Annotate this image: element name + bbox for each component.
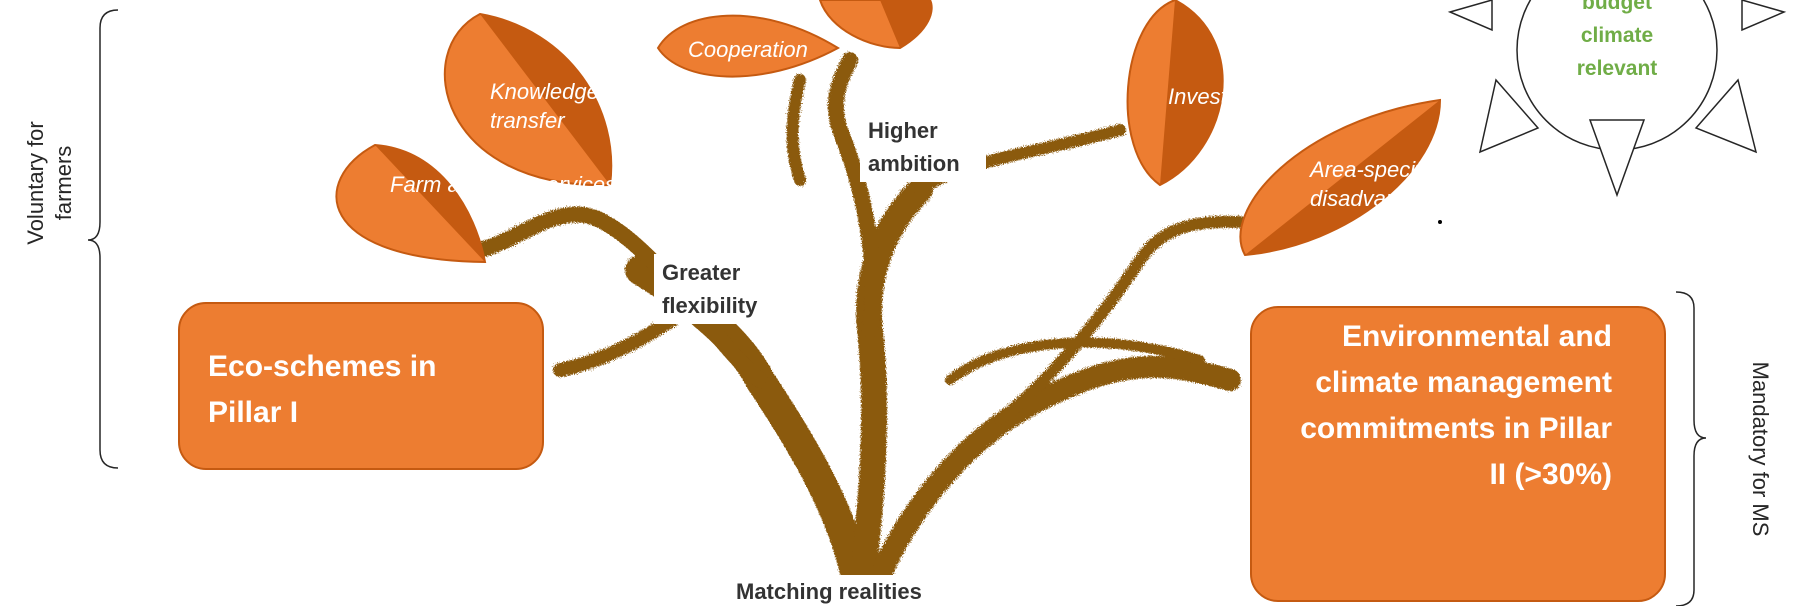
leaf-farm-advisory — [335, 143, 487, 264]
leaf-knowledge-transfer — [443, 12, 613, 187]
box-label-eco-schemes: Eco-schemes in Pillar I — [208, 350, 437, 429]
side-label-voluntary: Voluntary for farmers — [23, 121, 76, 245]
leaf-top — [818, 0, 933, 50]
box-eco-schemes: Eco-schemes in Pillar I — [178, 302, 544, 470]
leaf-label-farm-advisory: Farm advisory services — [390, 172, 617, 197]
label-greater-flexibility: Greater flexibility — [654, 254, 810, 324]
leaf-cooperation — [656, 14, 841, 78]
leaf-label-investments: Investments — [1168, 84, 1287, 109]
side-label-mandatory: Mandatory for MS — [1748, 361, 1773, 537]
box-env-climate: Environmental and climate management com… — [1250, 306, 1666, 602]
tree-trunk — [472, 52, 1246, 606]
sun-graphic — [1447, 0, 1787, 198]
left-brace — [87, 9, 119, 469]
leaf-label-cooperation: Cooperation — [688, 37, 808, 62]
box-label-env-climate: Environmental and climate management com… — [1300, 320, 1612, 491]
leaf-label-knowledge-transfer: Knowledge transfer — [490, 79, 599, 133]
label-matching-realities: Matching realities — [730, 575, 928, 608]
right-brace — [1675, 291, 1707, 606]
leaf-investments — [1126, 0, 1224, 187]
sun-label: budget climate relevant — [1576, 0, 1658, 80]
leaf-label-area-specific: Area-specific disadvantages — [1310, 157, 1452, 211]
leaf-area-specific — [1239, 98, 1442, 257]
dot-marker — [1438, 220, 1442, 224]
label-higher-ambition: Higher ambition — [860, 112, 986, 182]
